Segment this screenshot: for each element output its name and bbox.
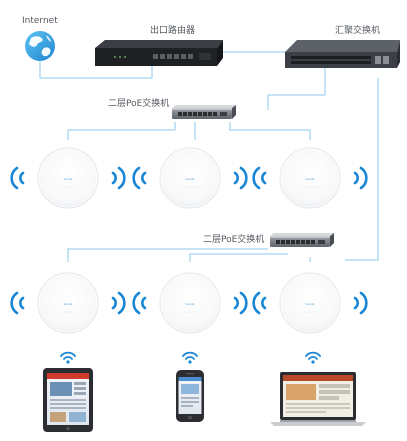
wifi-signal-icon: [111, 166, 126, 190]
router-device: [95, 40, 223, 66]
link-poe2-ap4: [67, 248, 268, 262]
poe-switch-1-device: [172, 105, 236, 119]
wifi-signal-icon: [233, 166, 248, 190]
link-internet-router: [39, 58, 153, 79]
internet-label: Internet: [22, 16, 58, 26]
router-label: 出口路由器: [150, 26, 196, 36]
wifi-signal-icon: [182, 351, 198, 365]
wifi-signal-icon: [10, 291, 25, 315]
wifi-signal-icon: [132, 166, 147, 190]
wifi-signal-icon: [132, 291, 147, 315]
core-switch-device: [285, 40, 400, 68]
link-poe2-ap5: [189, 253, 288, 262]
wifi-signal-icon: [252, 166, 267, 190]
access-point-1: [10, 147, 126, 209]
access-point-6: [252, 272, 368, 334]
link-core-poe1: [267, 66, 326, 110]
globe-icon: [25, 31, 55, 61]
wifi-signal-icon: [353, 166, 368, 190]
tablet-device: [43, 368, 93, 432]
link-core-poe2: [345, 78, 379, 261]
link-poe1-ap3: [229, 122, 311, 140]
wifi-signal-icon: [233, 291, 248, 315]
access-point-4: [10, 272, 126, 334]
laptop-device: [270, 372, 366, 426]
wifi-signal-icon: [10, 166, 25, 190]
wifi-signal-icon: [60, 351, 76, 365]
smartphone-device: [176, 370, 204, 422]
core-switch-label: 汇聚交换机: [335, 26, 381, 36]
access-point-3: [252, 147, 368, 209]
poe-switch-1-label: 二层PoE交换机: [108, 99, 170, 109]
wifi-signal-icon: [305, 351, 321, 365]
network-links: [39, 51, 379, 262]
access-point-5: [132, 272, 248, 334]
link-poe1-ap1: [67, 122, 176, 140]
poe-switch-2-label: 二层PoE交换机: [203, 235, 265, 245]
wifi-signal-icon: [353, 291, 368, 315]
wifi-signal-icon: [111, 291, 126, 315]
poe-switch-2-device: [270, 233, 334, 247]
wifi-signal-icon: [252, 291, 267, 315]
access-point-2: [132, 147, 248, 209]
